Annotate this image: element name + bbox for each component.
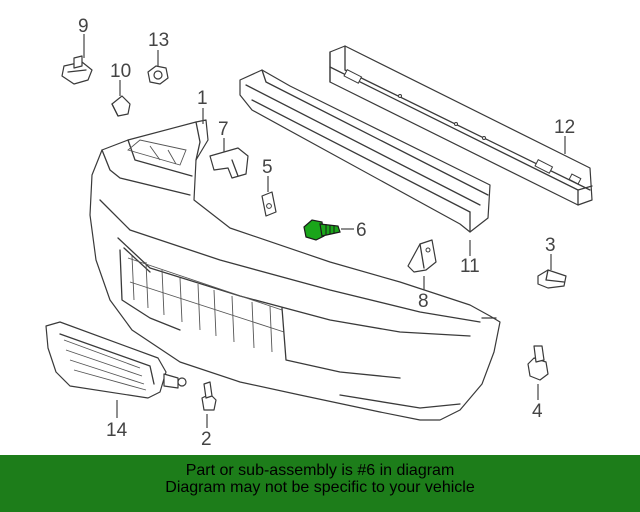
parts-diagram: 9 13 10 1 7 5 6 12 11 8 3 4 2 14 (45, 16, 593, 450)
callout-13: 13 (148, 30, 169, 51)
push-clip (201, 381, 217, 411)
callout-1: 1 (197, 88, 208, 109)
lower-bracket (407, 239, 437, 273)
bumper-cover (89, 119, 501, 421)
reinforcement-bar (329, 45, 593, 206)
callout-10: 10 (110, 61, 131, 82)
callout-12: 12 (554, 117, 575, 138)
callout-14: 14 (106, 420, 128, 441)
retainer (261, 191, 277, 217)
banner-line-1: Part or sub-assembly is #6 in diagram (185, 462, 455, 479)
callout-3: 3 (545, 235, 556, 256)
fog-lamp (45, 321, 187, 399)
callout-8: 8 (418, 291, 429, 312)
nut (147, 65, 169, 85)
energy-absorber (239, 69, 491, 233)
callout-6: 6 (356, 220, 367, 241)
callout-4: 4 (532, 401, 543, 422)
screw-part-6 (303, 219, 341, 241)
info-banner: Part or sub-assembly is #6 in diagram Di… (0, 455, 640, 512)
leader-lines (83, 34, 566, 428)
banner-line-2: Diagram may not be specific to your vehi… (165, 479, 475, 496)
side-bracket (209, 147, 249, 179)
bulb (111, 95, 131, 117)
callout-11: 11 (460, 256, 480, 277)
grommet (527, 345, 549, 381)
callout-5: 5 (262, 157, 273, 178)
callout-numbers: 9 13 10 1 7 5 6 12 11 8 3 4 2 14 (78, 16, 575, 450)
callout-7: 7 (218, 119, 229, 140)
callout-9: 9 (78, 16, 89, 37)
retainer-clip (61, 55, 93, 85)
pad (537, 269, 567, 289)
callout-2: 2 (201, 429, 212, 450)
